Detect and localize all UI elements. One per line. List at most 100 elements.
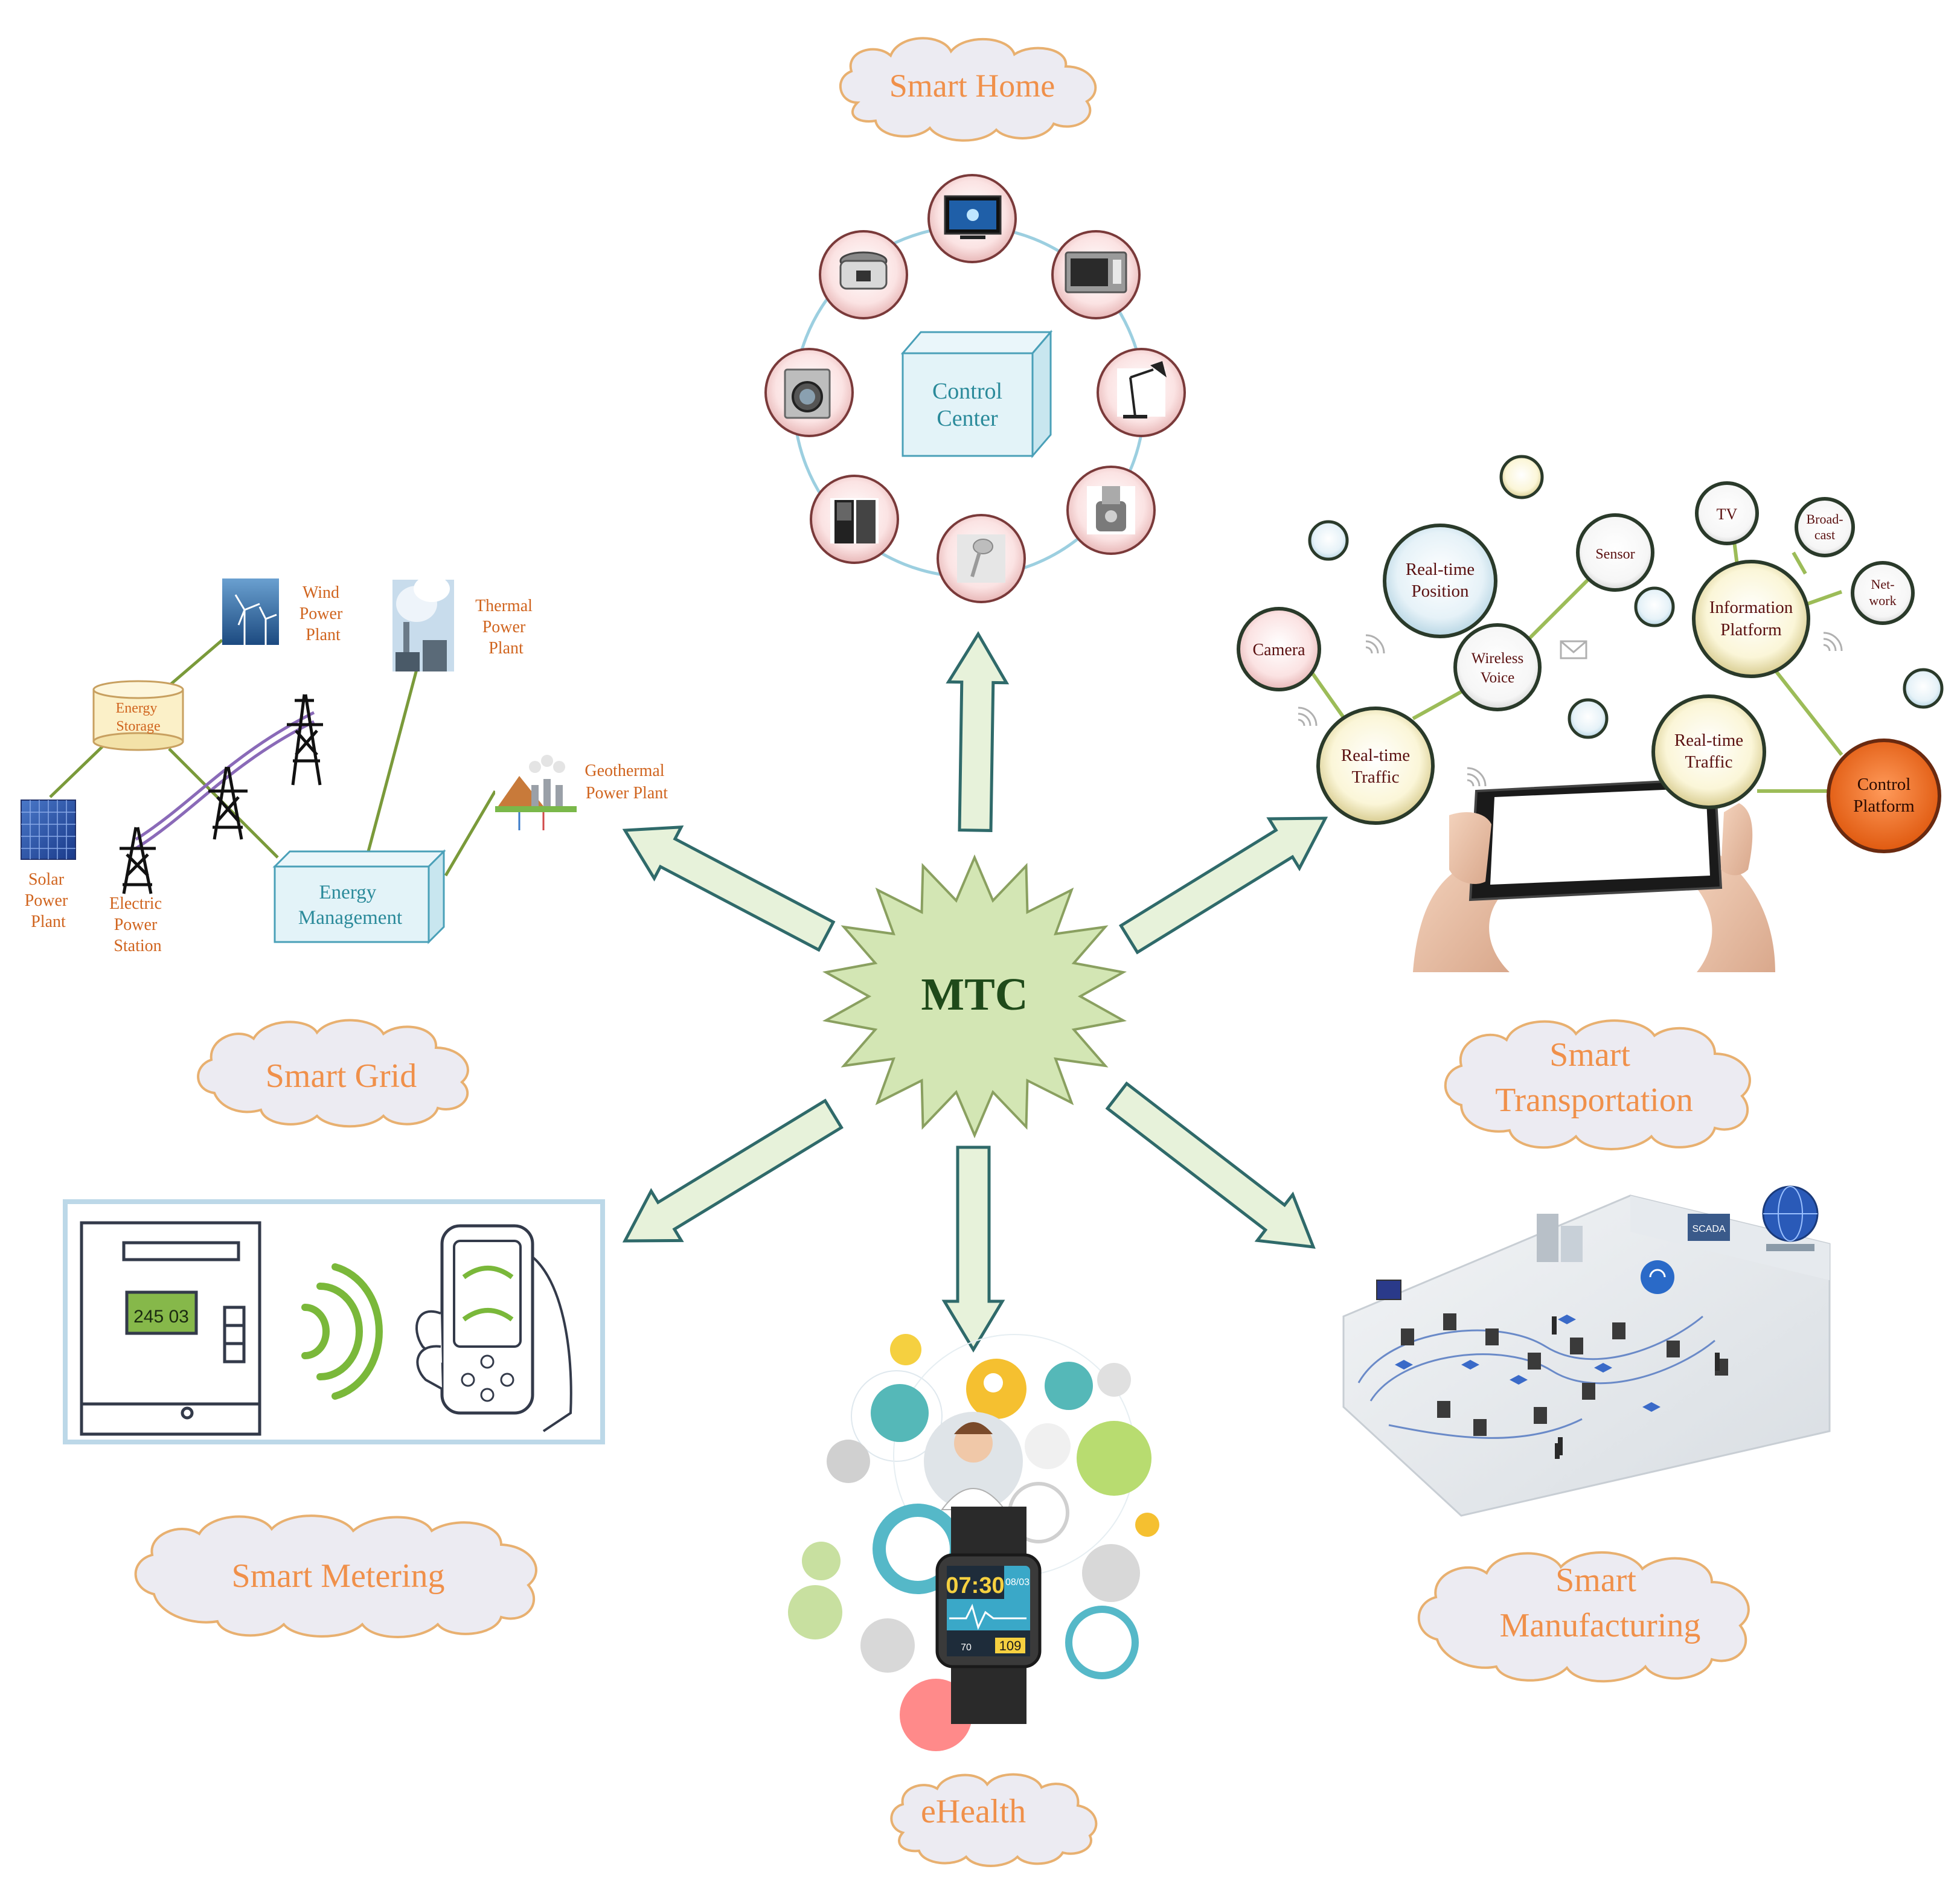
arrow-to-smart-metering — [622, 1098, 844, 1243]
arrow-to-smart-grid — [622, 825, 836, 952]
smart-grid-section: Wind Power Plant Thermal Power Plant — [21, 575, 668, 1128]
svg-text:Camera: Camera — [1252, 641, 1305, 659]
decorative-bubbles — [1308, 455, 1944, 739]
node-tv: TV — [1695, 481, 1759, 545]
svg-text:Net-work: Net-work — [1869, 577, 1896, 608]
energy-storage-cylinder: Energy Storage — [92, 680, 184, 751]
node-camera: Camera — [1237, 607, 1321, 691]
watch-small-value: 70 — [961, 1642, 972, 1653]
microwave-icon — [1051, 230, 1141, 319]
arrow-to-smart-transportation — [1118, 816, 1328, 955]
scada-screen — [1688, 1214, 1730, 1241]
watch-value: 109 — [999, 1638, 1022, 1653]
tower-icon — [208, 766, 248, 840]
juicer-icon — [1066, 466, 1156, 555]
smartwatch-icon: 07:30 08/03 70 109 — [935, 1507, 1042, 1724]
tv-icon — [927, 174, 1017, 263]
wifi-hub-icon — [1641, 1260, 1674, 1294]
tower-icon — [287, 694, 323, 786]
smart-manufacturing-cloud: Smart Manufacturing — [1417, 1551, 1750, 1683]
solar-label: Solar Power Plant — [25, 870, 72, 931]
control-center-line2: Center — [937, 406, 998, 431]
laptop-icon — [1376, 1280, 1401, 1300]
node-sensor: Sensor — [1576, 513, 1654, 592]
meter-reading: 245 03 — [133, 1307, 189, 1327]
washing-machine-icon — [764, 348, 854, 437]
geothermal-power-plant-icon — [495, 752, 577, 830]
wifi-icon — [1298, 632, 1843, 787]
doctor-avatar — [924, 1412, 1023, 1511]
ehealth-title: eHealth — [921, 1793, 1026, 1830]
tower-icon — [120, 827, 156, 894]
svg-text:Sensor: Sensor — [1595, 546, 1635, 562]
node-broadcast: Broad-cast — [1795, 497, 1855, 557]
thermal-power-plant-icon — [392, 575, 454, 671]
mtc-star-shape — [822, 854, 1127, 1139]
smart-metering-section: 245 03 Smart Metering — [63, 1199, 605, 1638]
smart-grid-title: Smart Grid — [266, 1057, 417, 1095]
lamp-icon — [1097, 348, 1186, 437]
electric-station-label: Electric Power Station — [109, 894, 166, 955]
globe-icon — [1762, 1185, 1819, 1251]
grid-connections — [49, 639, 497, 877]
wireless-signal-icon — [301, 1263, 383, 1400]
arrow-to-smart-home — [946, 631, 1010, 832]
smart-transportation-cloud: Smart Transportation — [1444, 1019, 1751, 1150]
envelope-icon — [1560, 640, 1587, 659]
ehealth-cloud: eHealth — [890, 1773, 1098, 1867]
iv-bag-icon — [1077, 1421, 1151, 1496]
power-lines — [135, 711, 315, 850]
handheld-reader-icon — [415, 1224, 572, 1432]
wind-power-plant-icon — [222, 578, 279, 645]
arrow-to-smart-manufacturing — [1105, 1081, 1316, 1249]
smart-manufacturing-section: SCADA Smart Manufacturing — [1342, 1185, 1831, 1683]
wind-label: Wind Power Plant — [299, 583, 347, 644]
ehealth-section: 07:30 08/03 70 109 eHealth — [788, 1334, 1159, 1867]
smart-transportation-title: Smart Transportation — [1495, 1036, 1693, 1119]
node-network: Net-work — [1851, 561, 1915, 625]
geothermal-label: Geothermal Power Plant — [584, 761, 668, 803]
energy-management-box: Energy Management — [272, 849, 446, 944]
svg-text:Energy Storage: Energy Storage — [116, 700, 161, 734]
scada-label: SCADA — [1692, 1224, 1725, 1234]
smart-meter-device — [80, 1221, 261, 1436]
ambulance-icon — [860, 1618, 915, 1673]
control-center-line1: Control — [932, 379, 1002, 404]
syringe-icon — [1065, 1606, 1139, 1679]
smart-home-cloud: Smart Home — [839, 37, 1097, 142]
pill-icon — [1045, 1362, 1093, 1410]
smart-home-title: Smart Home — [889, 68, 1055, 104]
shower-icon — [937, 514, 1026, 603]
arrows — [622, 631, 1328, 1353]
control-center-box: Control Center — [900, 329, 1053, 459]
svg-text:Energy Management: Energy Management — [298, 882, 402, 929]
smart-manufacturing-title: Smart Manufacturing — [1500, 1562, 1701, 1644]
svg-text:TV: TV — [1717, 505, 1738, 523]
smart-metering-title: Smart Metering — [231, 1557, 444, 1595]
mtc-hub: MTC — [822, 854, 1127, 1139]
no-entry-icon — [1082, 1544, 1140, 1602]
svg-text:Broad-cast: Broad-cast — [1806, 511, 1843, 542]
smart-metering-cloud: Smart Metering — [134, 1514, 537, 1638]
thermal-label: Thermal Power Plant — [475, 597, 537, 658]
smart-home-section: Smart Home Control Center — [764, 37, 1186, 603]
tablet-in-hands-illustration — [1413, 777, 1775, 972]
arrow-to-ehealth — [941, 1146, 1005, 1353]
refrigerator-icon — [810, 475, 899, 564]
smart-grid-cloud: Smart Grid — [197, 1019, 469, 1128]
rice-cooker-icon — [819, 230, 908, 319]
microscope-icon — [871, 1384, 929, 1442]
dna-icon — [788, 1585, 842, 1639]
